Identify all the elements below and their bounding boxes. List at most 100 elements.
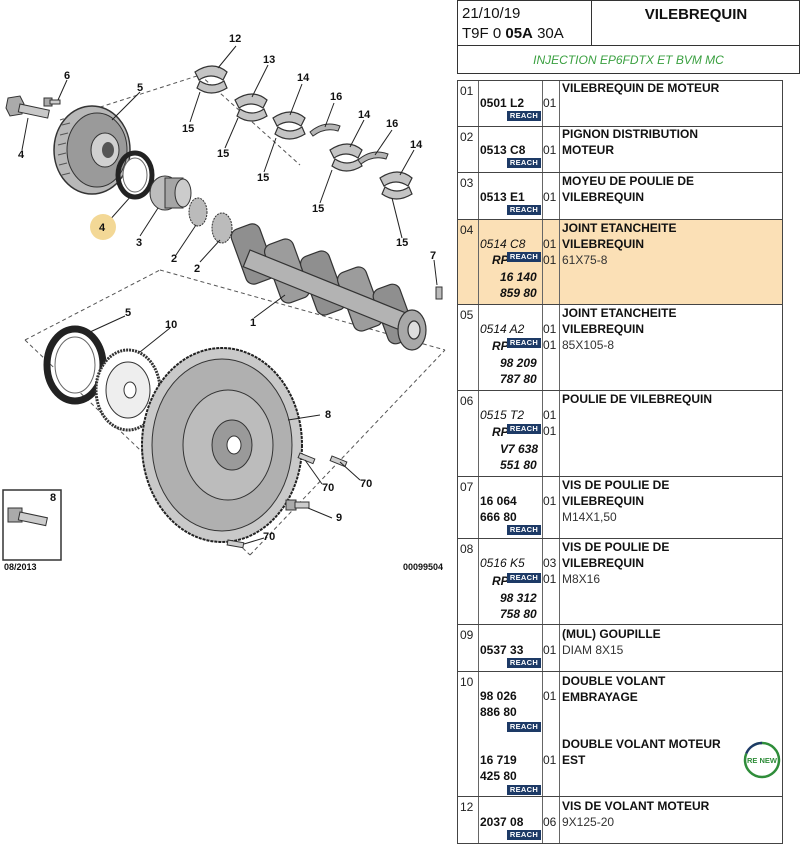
part-spec: 85X105-8 bbox=[562, 338, 615, 352]
quantity-2: 01 bbox=[543, 424, 557, 438]
rp-ref-1: 16 140 bbox=[500, 270, 537, 284]
header: 21/10/19 T9F 0 05A 30A VILEBREQUIN bbox=[457, 0, 800, 46]
pulley-bolt bbox=[5, 95, 50, 119]
part-ref-2: 666 80 bbox=[480, 510, 517, 524]
reach-badge: REACH bbox=[507, 111, 541, 121]
part-description: DOUBLE VOLANT bbox=[562, 674, 666, 688]
table-row[interactable]: 10 98 026 886 80 REACH 16 719 425 80 REA… bbox=[457, 671, 783, 797]
callout-6: 5 bbox=[137, 82, 143, 94]
part-description-4: EST bbox=[562, 753, 586, 767]
reach-badge: REACH bbox=[507, 424, 541, 434]
part-spec: DIAM 8X15 bbox=[562, 643, 624, 657]
code-prefix: T9F 0 bbox=[462, 25, 502, 42]
header-left: 21/10/19 T9F 0 05A 30A bbox=[458, 1, 592, 45]
callout-9: 7 bbox=[430, 250, 436, 262]
leader-lines bbox=[21, 45, 438, 545]
renew-icon: RE NEW bbox=[743, 741, 781, 779]
part-description-2: VILEBREQUIN bbox=[562, 190, 645, 204]
callout-15c: 15 bbox=[257, 172, 269, 184]
renew-text: RE NEW bbox=[747, 756, 778, 765]
part-description-2: VILEBREQUIN bbox=[562, 556, 645, 570]
part-ref: 0514 C8 bbox=[480, 237, 526, 251]
crankshaft bbox=[230, 223, 427, 351]
table-row[interactable]: 07 16 064 666 80 REACH 01 VIS DE POULIE … bbox=[457, 476, 783, 539]
row-number: 03 bbox=[460, 176, 474, 190]
part-description: PIGNON DISTRIBUTION bbox=[562, 127, 699, 141]
part-ref: 0537 33 bbox=[480, 643, 524, 657]
code-bold: 05A bbox=[505, 25, 533, 42]
reach-badge: REACH bbox=[507, 252, 541, 262]
callout-15e: 15 bbox=[396, 237, 408, 249]
inset-date: 08/2013 bbox=[4, 562, 37, 572]
rp-ref-2: 787 80 bbox=[500, 372, 537, 386]
header-code: T9F 0 05A 30A bbox=[462, 25, 564, 42]
part-spec: 9X125-20 bbox=[562, 815, 615, 829]
part-ref: 0501 L2 bbox=[480, 96, 525, 110]
part-spec: M14X1,50 bbox=[562, 510, 617, 524]
callout-14e: 14 bbox=[410, 139, 423, 151]
quantity-2: 01 bbox=[543, 572, 557, 586]
callout-15a: 15 bbox=[182, 123, 194, 135]
callout-8: 6 bbox=[64, 70, 70, 82]
callout-14b: 13 bbox=[263, 54, 275, 66]
part-ref: 0513 E1 bbox=[480, 190, 525, 204]
callout-16b: 16 bbox=[386, 118, 398, 130]
part-description: VIS DE VOLANT MOTEUR bbox=[562, 799, 710, 813]
row-number: 01 bbox=[460, 84, 474, 98]
reach-badge: REACH bbox=[507, 158, 541, 168]
page-title: VILEBREQUIN bbox=[644, 6, 748, 23]
part-ref: 0515 T2 bbox=[480, 408, 525, 422]
row-number: 05 bbox=[460, 308, 474, 322]
quantity: 01 bbox=[543, 190, 557, 204]
quantity: 01 bbox=[543, 689, 557, 703]
callout-12: 9 bbox=[336, 512, 342, 524]
reach-badge: REACH bbox=[507, 722, 541, 732]
part-ref: 98 026 bbox=[480, 689, 517, 703]
callouts: 6 5 4 4 3 2 2 1 7 5 10 8 70 70 9 70 12 1… bbox=[4, 33, 443, 572]
row-number: 08 bbox=[460, 542, 474, 556]
callout-3: 3 bbox=[136, 237, 142, 249]
pulley-screw bbox=[43, 97, 61, 107]
rp-ref-1: V7 638 bbox=[500, 442, 539, 456]
inset-box bbox=[2, 489, 62, 561]
reach-badge: REACH bbox=[507, 205, 541, 215]
target-wheel bbox=[94, 348, 162, 432]
part-description-2: VILEBREQUIN bbox=[562, 322, 645, 336]
callout-14a: 12 bbox=[229, 33, 241, 45]
part-description: POULIE DE VILEBREQUIN bbox=[562, 392, 713, 406]
part-ref: 0513 C8 bbox=[480, 143, 526, 157]
exploded-diagram: 6 5 4 4 3 2 2 1 7 5 10 8 70 70 9 70 12 1… bbox=[2, 33, 446, 572]
part-description: MOYEU DE POULIE DE bbox=[562, 174, 695, 188]
quantity: 01 bbox=[543, 408, 557, 422]
row-number: 12 bbox=[460, 800, 474, 814]
quantity: 06 bbox=[543, 815, 557, 829]
row-number: 09 bbox=[460, 628, 474, 642]
oil-seal-large bbox=[43, 325, 107, 405]
quantity-2: 01 bbox=[543, 253, 557, 267]
callout-16a: 16 bbox=[330, 91, 342, 103]
flywheel-bolt bbox=[285, 499, 310, 511]
rp-label: RP bbox=[492, 574, 509, 588]
code-suffix: 30A bbox=[537, 25, 564, 42]
callout-10: 8 bbox=[325, 409, 331, 421]
callout-70a: 70 bbox=[322, 482, 334, 494]
part-ref-4: 425 80 bbox=[480, 769, 517, 783]
callout-7: 4 bbox=[18, 149, 25, 161]
part-description-2: MOTEUR bbox=[562, 143, 614, 157]
part-description-2: VILEBREQUIN bbox=[562, 494, 645, 508]
callout-15b: 15 bbox=[217, 148, 229, 160]
part-description: JOINT ETANCHEITE bbox=[562, 221, 677, 235]
reach-badge: REACH bbox=[507, 658, 541, 668]
part-spec: 61X75-8 bbox=[562, 253, 608, 267]
callout-70c: 70 bbox=[263, 531, 275, 543]
quantity: 03 bbox=[543, 556, 557, 570]
